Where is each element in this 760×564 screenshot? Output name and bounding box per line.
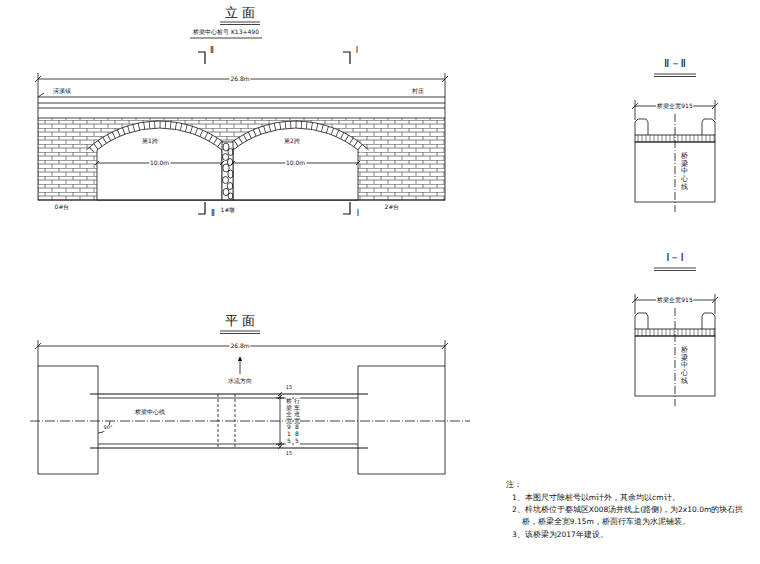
centerline-label: 桥梁中心线 [681, 346, 688, 386]
parapet [635, 119, 648, 135]
plan-view [30, 340, 470, 474]
section-mark: Ⅰ [356, 209, 360, 218]
rubble-pier [222, 142, 233, 200]
masonry-wall [38, 118, 445, 200]
dimension-line [95, 161, 360, 165]
rubble-pier [228, 193, 233, 199]
rubble-pier [228, 170, 233, 178]
note-heading: 注： [505, 481, 523, 490]
title-underline [654, 268, 696, 271]
dimension: 15 [285, 385, 293, 391]
road-line [38, 93, 445, 97]
flow-label: 水流方向 [227, 378, 253, 385]
ground-line [38, 200, 445, 201]
deck-line [38, 108, 445, 118]
dimension: 桥梁全宽915 [656, 297, 693, 304]
dimension: 10.0m [149, 160, 170, 167]
arch-opening [97, 128, 222, 200]
view-title: 平 面 [224, 314, 256, 329]
note-text: 3、该桥梁为2017年建设。 [512, 529, 752, 541]
title-underline [220, 331, 260, 334]
centerline-label: 桥梁中心线 [681, 152, 688, 192]
cross-section [632, 294, 718, 406]
dimension-line [35, 73, 448, 103]
dimension: 15 [285, 451, 293, 457]
note-text: 2、梓坑桥位于婺城区X008汤井线上(路侧)，为2x10.0m的块石拱桥，桥梁全… [512, 504, 752, 528]
centerline [30, 421, 470, 422]
section-mark: Ⅰ [355, 46, 359, 55]
span-label: 第1跨 [141, 138, 159, 145]
support-label: 2#台 [384, 204, 401, 211]
abutment [358, 366, 445, 474]
angle-label: 90° [103, 425, 114, 431]
station-label: 桥梁中心桩号 K13+490 [192, 29, 260, 36]
view-title: Ⅱ－Ⅱ [663, 58, 687, 71]
section-mark: Ⅱ [209, 46, 215, 55]
title-underline [190, 38, 262, 39]
dimension: 10.0m [285, 160, 306, 167]
abutment [38, 366, 98, 474]
rubble-pier [223, 177, 229, 184]
road-end-label: 村庄 [411, 88, 425, 95]
span-label: 第2跨 [283, 138, 301, 145]
dimension: 桥梁全宽915 [656, 103, 693, 110]
dimension-line [35, 340, 448, 366]
note-text: 1、本图尺寸除桩号以m计外，其余均以cm计。 [512, 492, 752, 504]
support-label: 1#墩 [220, 207, 237, 214]
centerline [675, 114, 676, 212]
title-underline [654, 74, 696, 77]
rubble-pier [222, 142, 233, 200]
support-label: 0#台 [54, 204, 71, 211]
centerline-label: 桥梁中心线 [134, 409, 166, 416]
road-end-label: 涝溪镇 [52, 88, 72, 95]
dimension: 26.8m [229, 343, 250, 350]
view-title: Ⅰ－Ⅰ [665, 252, 685, 265]
flow-arrow [240, 357, 241, 374]
rubble-pier [228, 149, 233, 156]
section-mark-line [198, 202, 350, 214]
cross-section [632, 100, 718, 212]
section-mark: Ⅱ [210, 209, 216, 218]
rubble-pier [227, 183, 233, 190]
dimension-line [276, 392, 284, 449]
section-mark-line [198, 52, 350, 64]
view-title: 立 面 [224, 6, 256, 21]
parapet [702, 119, 715, 135]
dimension: 行车道宽885 [294, 397, 300, 445]
arch-opening [233, 128, 358, 200]
dimension: 26.8m [229, 76, 250, 83]
dimension: 桥梁全宽915 [286, 397, 292, 445]
elevation-view [35, 52, 448, 214]
title-underline [220, 22, 260, 25]
bridge-outline [38, 103, 445, 200]
